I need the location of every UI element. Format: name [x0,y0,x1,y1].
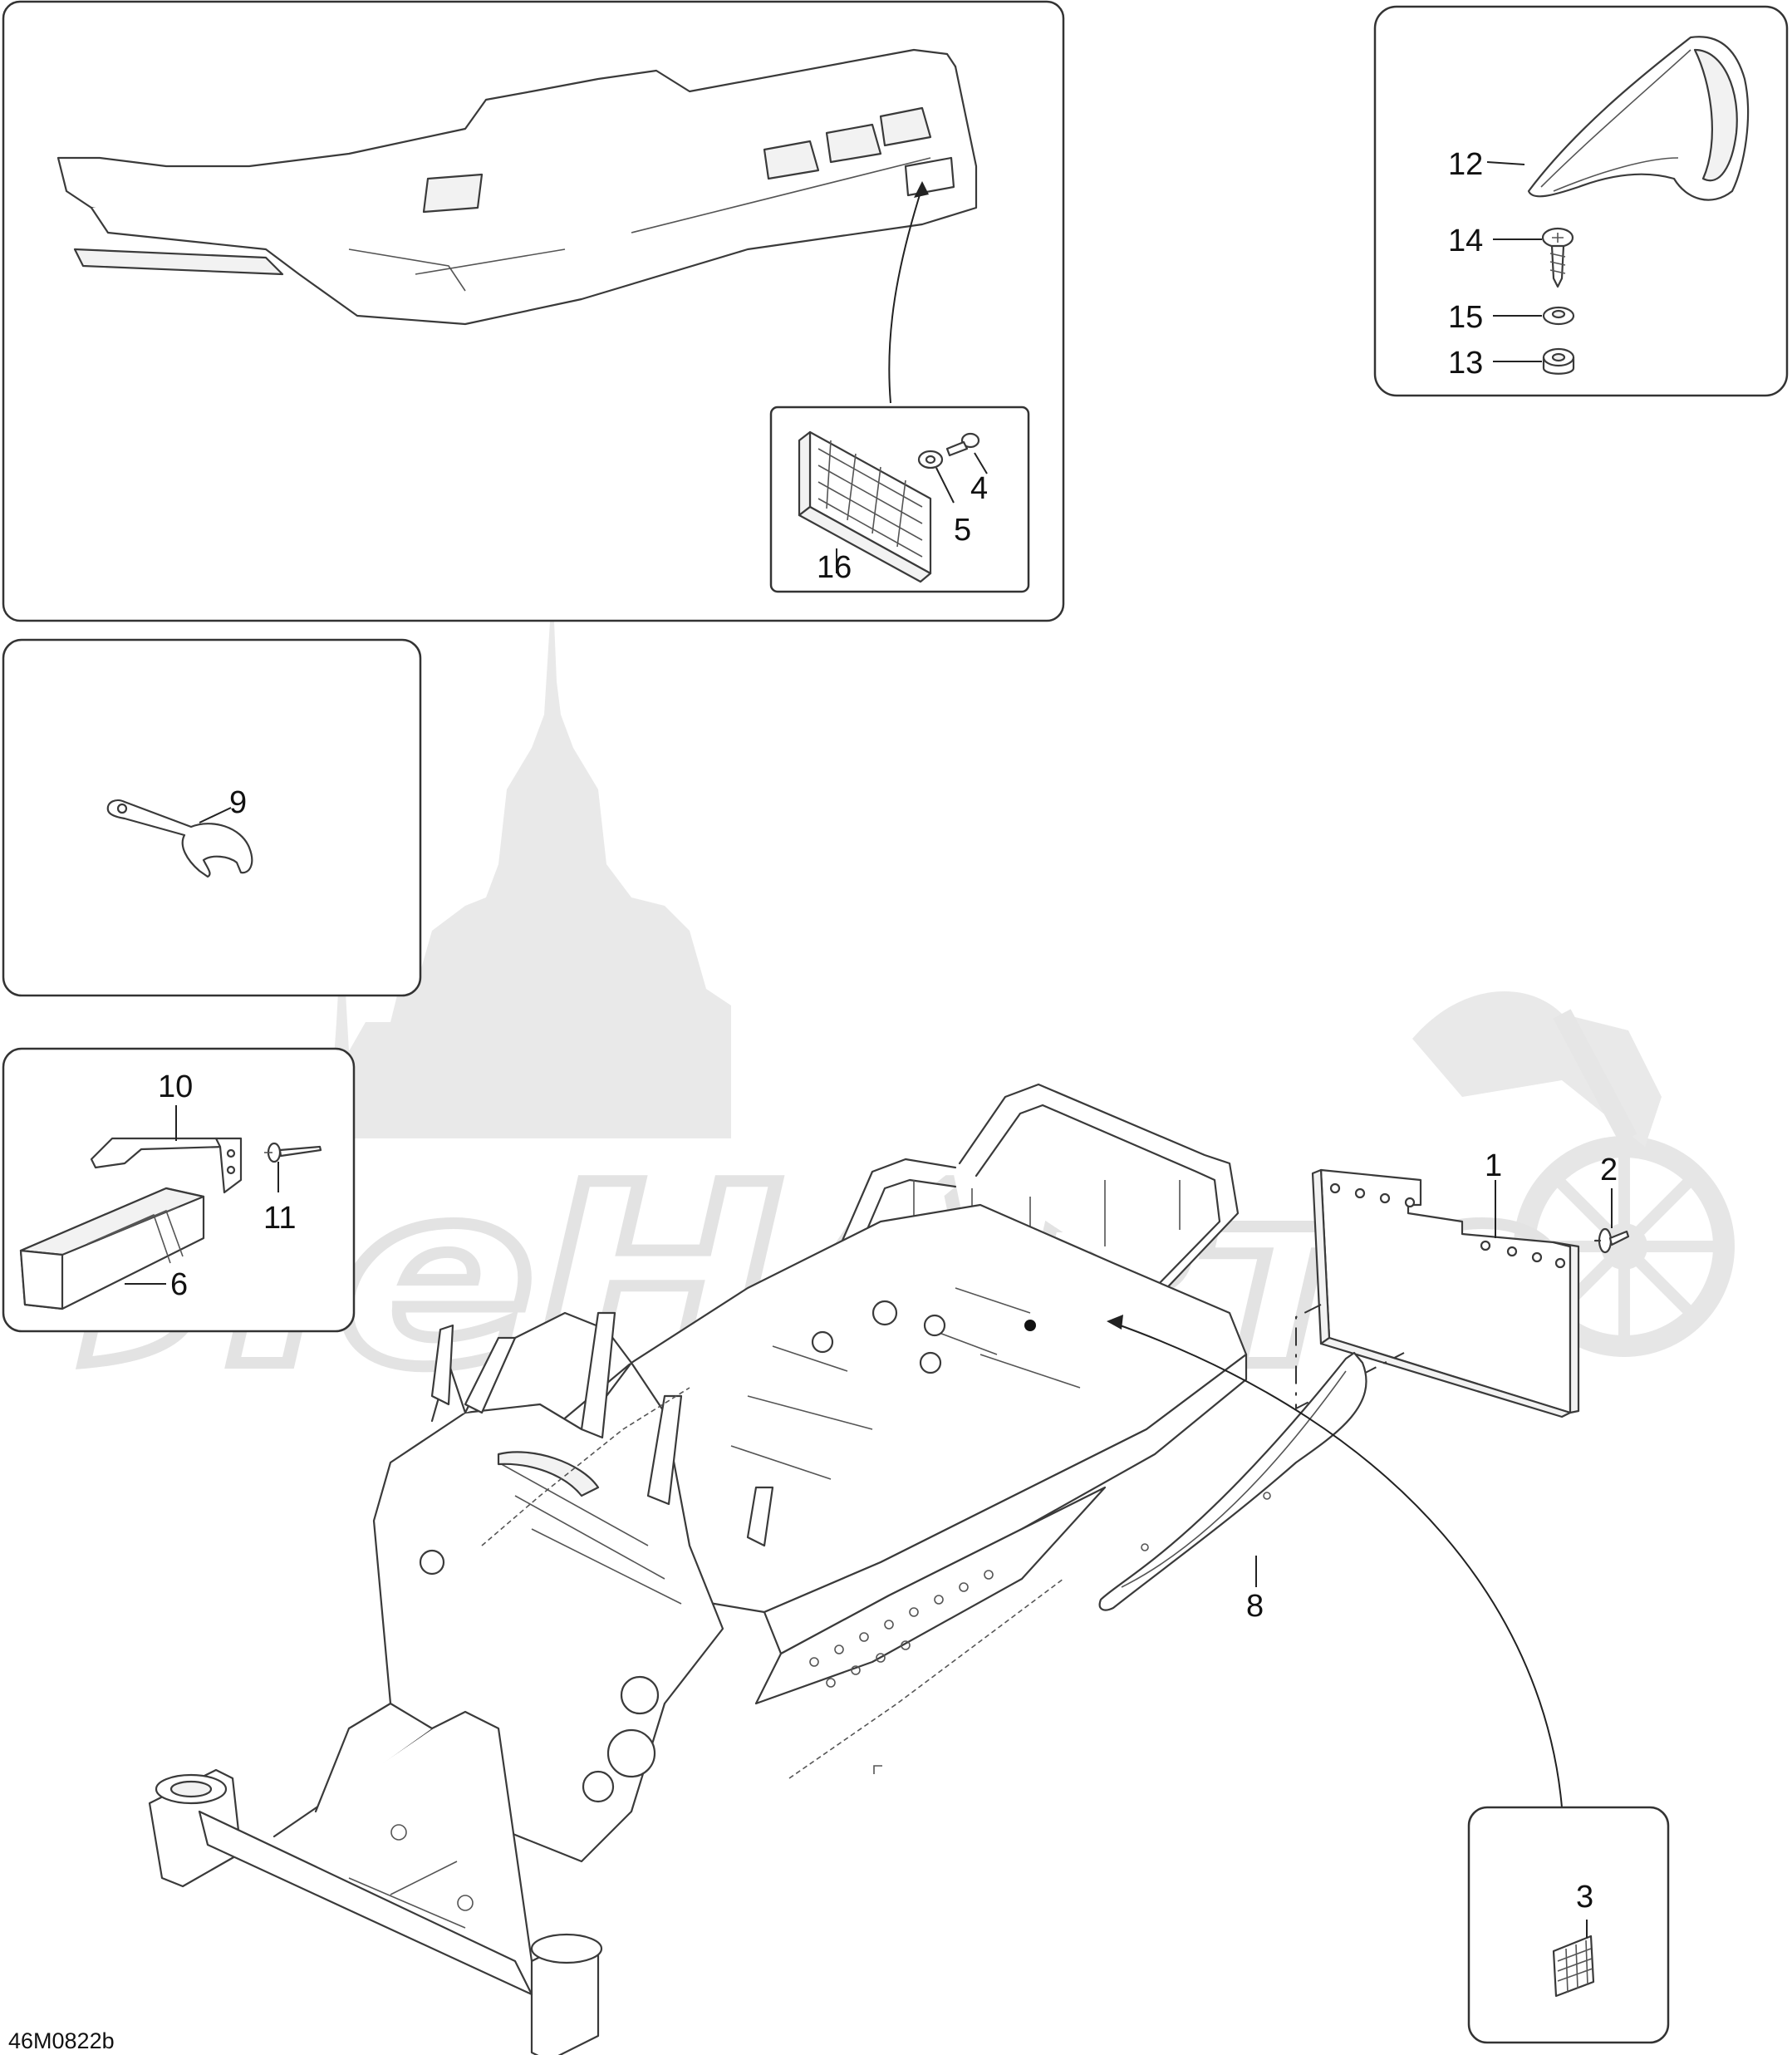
callout-12[interactable]: 12 [1448,147,1483,182]
nut-13 [1542,347,1575,375]
washer-5 [917,450,944,470]
side-panel-8 [1098,1351,1367,1611]
callout-1[interactable]: 1 [1485,1148,1502,1183]
panel-wrench: 9 [2,638,422,997]
drawing-code: 46M0822b [8,2028,115,2053]
tunnel-holes [809,1570,994,1688]
panel-rear-bumper: 4 5 16 [2,0,1065,622]
callout-14[interactable]: 14 [1448,224,1483,258]
callout-16[interactable]: 16 [817,550,852,585]
reflector-location [904,156,955,197]
rivet-2 [1593,1227,1630,1254]
callout-3[interactable]: 3 [1576,1880,1593,1915]
callout-13[interactable]: 13 [1448,346,1483,381]
callout-9[interactable]: 9 [229,785,247,820]
callout-5[interactable]: 5 [954,513,971,548]
screw-4 [945,432,980,457]
screw-14 [1541,227,1574,288]
callout-6[interactable]: 6 [170,1267,188,1302]
callout-4[interactable]: 4 [970,471,988,506]
reflector [798,430,932,583]
washer-15 [1542,306,1575,326]
panel-reflector-3: 3 [1467,1806,1670,2044]
leader-reflector [888,186,923,404]
callout-11[interactable]: 11 [263,1201,296,1236]
leader-reflector-3 [1112,1322,1563,1808]
reflector-3 [1552,1935,1595,1998]
rivet-11 [264,1142,322,1163]
handle-12 [1527,36,1750,201]
front-crossmember [148,1702,603,2055]
mud-flap-1 [1311,1168,1580,1418]
watermark-skyline [299,582,731,1138]
panel-handle: 12 14 15 13 [1373,5,1789,397]
callout-10[interactable]: 10 [158,1069,193,1104]
corner-mark [873,1765,882,1774]
watermark-tower [332,947,351,1080]
callout-15[interactable]: 15 [1448,300,1483,335]
rear-bumper-shell [56,48,978,326]
callout-8[interactable]: 8 [1246,1589,1264,1624]
spanner-wrench-9 [106,799,253,878]
panel-reflector-3-frame [1467,1806,1670,2044]
bracket-10 [90,1137,243,1194]
tool-bag-6 [19,1187,205,1310]
panel-toolbag: 10 11 6 [2,1047,356,1333]
chassis-assembly [148,1083,1248,2055]
callout-2[interactable]: 2 [1600,1153,1618,1187]
